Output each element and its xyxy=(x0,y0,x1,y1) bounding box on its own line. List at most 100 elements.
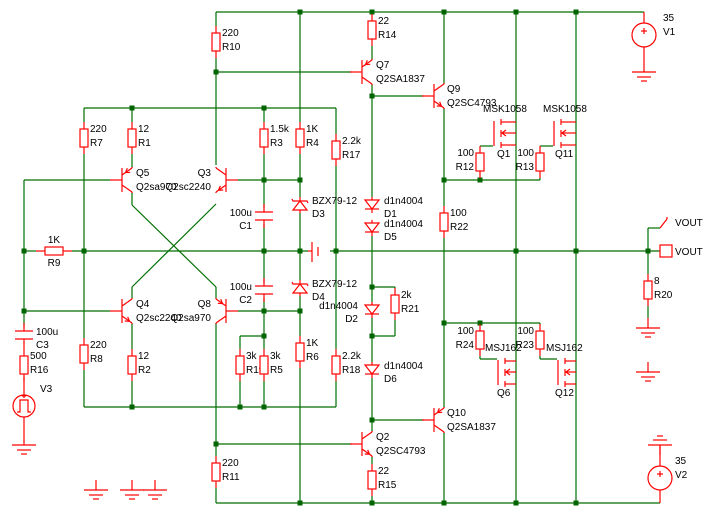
capacitor-value: 100u xyxy=(36,327,58,338)
junction-dot xyxy=(261,308,267,314)
resistor-body xyxy=(643,280,653,300)
transistor-model: Q2sc2240 xyxy=(165,182,211,193)
vout-probe[interactable]: VOUT xyxy=(659,217,703,229)
resistor-body xyxy=(79,344,89,364)
source-ref: V1 xyxy=(663,27,676,38)
vout-terminal-label: VOUT xyxy=(675,247,703,258)
resistor-body xyxy=(331,140,341,160)
source-value: 35 xyxy=(663,13,675,24)
transistor-ref: Q2 xyxy=(376,432,390,443)
resistor-body xyxy=(79,128,89,148)
junction-dot xyxy=(369,93,375,99)
resistor-body xyxy=(295,128,305,148)
resistor-value: 1K xyxy=(48,235,61,246)
resistor-ref: R7 xyxy=(90,138,103,149)
wire[interactable] xyxy=(131,203,217,288)
ground-icon xyxy=(12,435,36,455)
transistor-ref: Q9 xyxy=(447,84,461,95)
junction-dot xyxy=(261,105,267,111)
diode-ref: D4 xyxy=(312,292,325,303)
junction-dot xyxy=(513,248,519,254)
junction-dot xyxy=(573,9,579,15)
resistor-ref: R9 xyxy=(48,258,61,269)
transistor-model: Q2SC4793 xyxy=(376,446,426,457)
resistor-ref: R3 xyxy=(270,138,283,149)
transistor-model: Q2sa970 xyxy=(170,313,211,324)
junction-dot xyxy=(369,333,375,339)
resistor-value: 2k xyxy=(401,290,413,301)
vout-terminal[interactable]: VOUT xyxy=(659,244,703,258)
wires xyxy=(23,11,660,504)
junction-dot xyxy=(81,248,87,254)
resistor-ref: R14 xyxy=(378,30,397,41)
junction-dot xyxy=(645,248,651,254)
dc-source-icon xyxy=(631,22,657,48)
source-ref: V3 xyxy=(40,384,53,395)
pulse-source-V3[interactable]: V3 xyxy=(12,377,53,435)
resistor-body xyxy=(367,470,377,490)
junction-dot xyxy=(573,248,579,254)
resistor-body xyxy=(235,355,245,375)
transistor-model: Q2sc2240 xyxy=(136,313,182,324)
junction-dot xyxy=(441,9,447,15)
resistor-body xyxy=(127,128,137,148)
capacitor-ref: C1 xyxy=(239,221,252,232)
diode-model: d1n4004 xyxy=(319,301,358,312)
junction-dot xyxy=(477,177,483,183)
junction-dot xyxy=(297,500,303,506)
junction-dot xyxy=(261,248,267,254)
resistor-R9[interactable]: 1K R9 xyxy=(36,235,72,269)
transistor-ref: Q3 xyxy=(198,168,212,179)
capacitor-value: 100u xyxy=(230,282,252,293)
junction-dot xyxy=(261,177,267,183)
